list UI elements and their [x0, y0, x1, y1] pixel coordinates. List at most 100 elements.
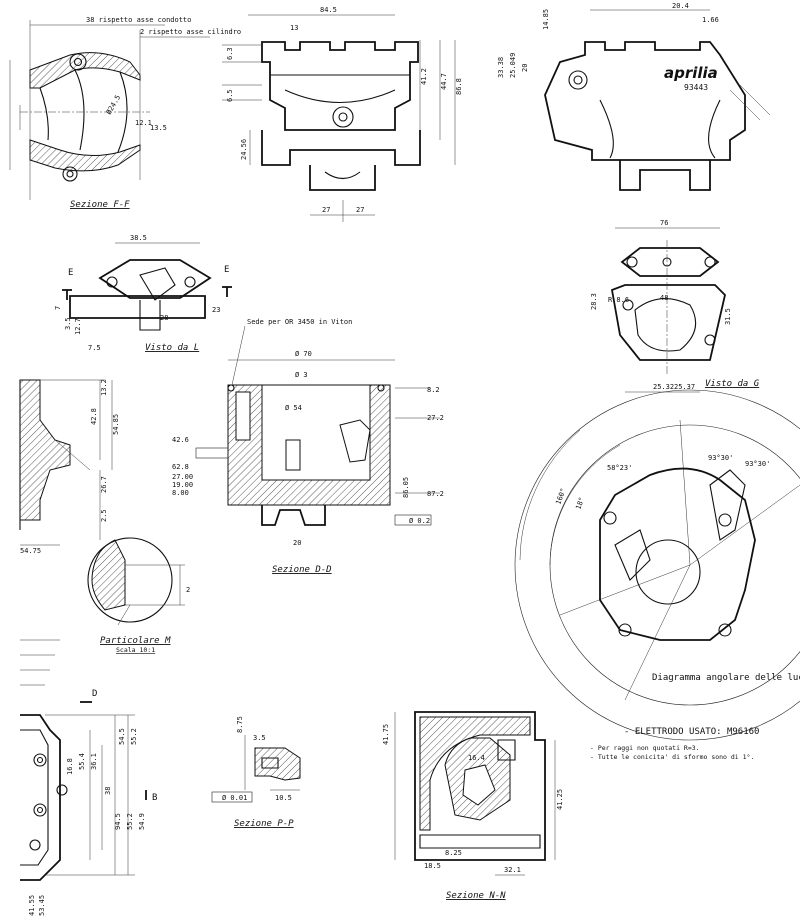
dim-54-85: 54.85 — [112, 414, 120, 435]
section-pp-view: 8.75 10.5 3.5 Ø 0.01 Sezione P-P — [211, 716, 301, 829]
angle-160: 160° — [554, 487, 567, 506]
left-middle-profile: 13.2 42.8 54.85 26.7 2.5 54.75 — [19, 379, 120, 555]
dim-53-45: 53.45 — [38, 895, 46, 916]
particolare-m-label: Particolare M — [100, 636, 171, 646]
dim-d3: Ø 3 — [295, 371, 308, 379]
dim-27-2: 27.2 — [427, 414, 444, 422]
dim-16-4: 16.4 — [468, 754, 485, 762]
dim-41-25: 41.25 — [556, 789, 564, 810]
dim-42-8: 42.8 — [90, 408, 98, 425]
dim-12-7: 12.7 — [74, 318, 82, 335]
dim-42-6: 42.6 — [172, 436, 189, 444]
section-nn-view: 41.25 41.75 32.1 18.5 8.25 16.4 Sezione … — [382, 711, 564, 901]
dim-54-9: 54.9 — [138, 813, 146, 830]
section-marker-d: D — [92, 689, 97, 699]
dim-r8-6: R 8.6 — [608, 296, 629, 304]
rispetto-cilindro-note: 2 rispetto asse cilindro — [140, 28, 241, 36]
dim-19-00: 19.00 — [172, 481, 193, 489]
dim-20-4: 20.4 — [672, 2, 689, 10]
scala-label: Scala 10:1 — [116, 646, 155, 654]
dim-32-1: 32.1 — [504, 866, 521, 874]
section-marker-b: B — [152, 793, 157, 803]
section-dd-label: Sezione D-D — [272, 565, 332, 575]
dim-16-8: 16.8 — [66, 758, 74, 775]
dim-54-5: 54.5 — [118, 728, 126, 745]
dim-55-2: 55.2 — [130, 728, 138, 745]
dim-d70: Ø 70 — [295, 350, 312, 358]
angle-93-30-b: 93°30' — [745, 460, 770, 468]
note-raggi: - Per raggi non quotati R=3. — [590, 744, 700, 752]
visto-da-l-label: Visto da L — [145, 343, 199, 353]
section-ff-label: Sezione F-F — [70, 200, 130, 210]
dim-18-5: 18.5 — [424, 862, 441, 870]
dim-76: 76 — [660, 219, 668, 227]
dim-27-a: 27 — [322, 206, 330, 214]
svg-text:Ø24.5: Ø24.5 — [105, 94, 122, 116]
dim-3-5-pp: 3.5 — [253, 734, 266, 742]
dim-44-7: 44.7 — [440, 73, 448, 90]
diagramma-caption: Diagramma angolare delle luci — [652, 673, 800, 683]
svg-text:13.5: 13.5 — [150, 124, 167, 132]
dim-8-00: 8.00 — [172, 489, 189, 497]
visto-da-l-view: 38.5 E E 7.5 12.7 3.5 7 28 23 Visto da L — [54, 234, 232, 353]
dim-62-8: 62.8 — [172, 463, 189, 471]
dim-38: 38 — [104, 787, 112, 795]
dim-8-25: 8.25 — [445, 849, 462, 857]
dim-14-85: 14.85 — [542, 9, 550, 30]
sede-or-note: Sede per OR 3450 in Viton — [247, 318, 352, 326]
dim-36-1: 36.1 — [90, 753, 98, 770]
visto-da-g-view: 76 25.32 25.37 31.5 28.3 R 8.6 48 Visto … — [590, 219, 760, 393]
dim-6-3: 6.3 — [226, 47, 234, 60]
dim-24-56: 24.56 — [240, 139, 248, 160]
dim-55-4: 55.4 — [78, 753, 86, 770]
dim-38-5: 38.5 — [130, 234, 147, 242]
dim-54-75: 54.75 — [20, 547, 41, 555]
particolare-m-detail: 2 Particolare M Scala 10:1 — [87, 537, 190, 654]
dim-1-66: 1.66 — [702, 16, 719, 24]
dim-86-05: 86.05 — [402, 477, 410, 498]
dim-7-5: 7.5 — [88, 344, 101, 352]
section-dd-view: Sede per OR 3450 in Viton Ø 70 Ø 3 Ø 54 … — [172, 318, 444, 575]
svg-text:12.1: 12.1 — [135, 119, 152, 127]
dim-13-top: 13 — [290, 24, 298, 32]
dim-7: 7 — [54, 306, 62, 310]
dim-25-049: 25.049 — [509, 53, 517, 78]
dim-8-75: 8.75 — [236, 716, 244, 733]
dim-25-32: 25.32 — [653, 383, 674, 391]
dim-tol-d0-01: Ø 0.01 — [222, 794, 247, 802]
dim-20: 20 — [521, 64, 529, 72]
dim-3-5: 3.5 — [64, 317, 72, 330]
dim-41-55: 41.55 — [28, 895, 36, 916]
angle-93-30-a: 93°30' — [708, 454, 733, 462]
dim-33-38: 33.38 — [497, 57, 505, 78]
elettrodo-note: - ELETTRODO USATO: M96160 — [624, 727, 759, 737]
dim-86-8: 86.8 — [455, 78, 463, 95]
notes-block: - ELETTRODO USATO: M96160 - Per raggi no… — [590, 727, 759, 761]
dim-84-5: 84.5 — [320, 6, 337, 14]
dim-6-5: 6.5 — [226, 89, 234, 102]
dim-10-5: 10.5 — [275, 794, 292, 802]
aprilia-logo: aprilia — [664, 64, 718, 82]
dim-94-5: 94.5 — [114, 813, 122, 830]
dim-41-2: 41.2 — [420, 68, 428, 85]
rispetto-condotto-note: 38 rispetto asse condotto — [86, 16, 191, 24]
section-marker-e-left: E — [68, 268, 73, 278]
section-pp-label: Sezione P-P — [234, 819, 294, 829]
bottom-left-view: 54.5 55.2 38 36.1 55.4 16.8 94.5 55.2 54… — [20, 639, 157, 916]
dim-28: 28 — [160, 314, 168, 322]
part-number: 93443 — [684, 83, 708, 92]
dim-25-37: 25.37 — [674, 383, 695, 391]
top-middle-view: 84.5 41.2 44.7 86.8 24.56 27 27 13 6.3 6… — [222, 6, 463, 222]
dim-31-5: 31.5 — [724, 308, 732, 325]
dim-8-2: 8.2 — [427, 386, 440, 394]
dim-23: 23 — [212, 306, 220, 314]
dim-27-00: 27.00 — [172, 473, 193, 481]
section-nn-label: Sezione N-N — [446, 891, 506, 901]
section-marker-e-right: E — [224, 265, 229, 275]
dim-28-3: 28.3 — [590, 293, 598, 310]
angular-port-diagram: 93°30' 93°30' 58°23' 160° 18° Diagramma … — [514, 389, 800, 741]
svg-text:2: 2 — [186, 586, 190, 594]
dim-27-b: 27 — [356, 206, 364, 214]
angle-18: 18° — [574, 496, 586, 511]
